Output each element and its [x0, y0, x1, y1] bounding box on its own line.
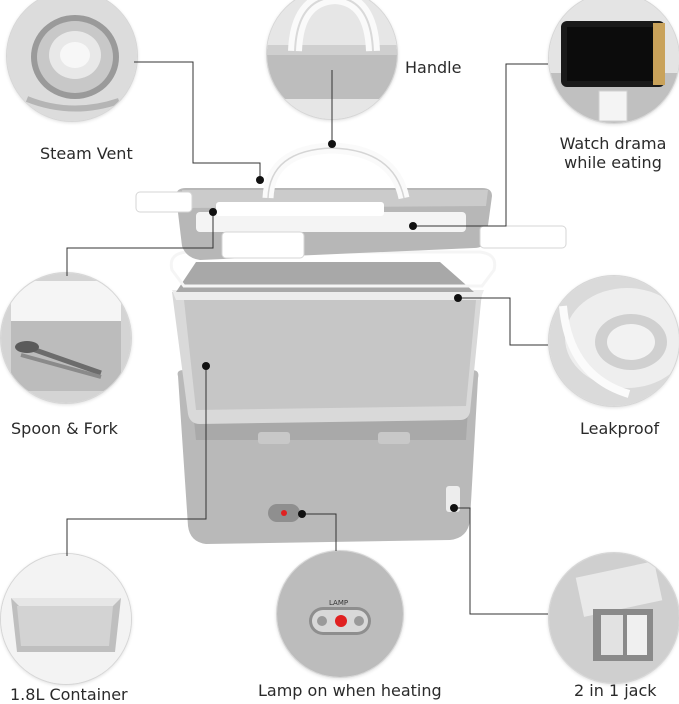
container-label: 1.8L Container: [10, 685, 128, 704]
phone-stand-detail-image: [548, 0, 679, 124]
utensils-detail-image: [0, 272, 132, 404]
steam-vent-label: Steam Vent: [40, 144, 133, 163]
lamp-badge-text: LAMP: [329, 599, 349, 607]
jack-label: 2 in 1 jack: [574, 681, 657, 700]
watch-drama-label: Watch drama while eating: [556, 134, 670, 172]
lamp-detail-image: LAMP: [276, 550, 404, 678]
spoon-fork-label: Spoon & Fork: [11, 419, 118, 438]
steam-vent-detail-image: [6, 0, 138, 122]
watch-drama-line-1: Watch drama: [559, 134, 667, 153]
watch-drama-line-2: while eating: [564, 153, 662, 172]
jack-detail-image: [548, 552, 679, 684]
handle-label: Handle: [405, 58, 462, 77]
container-detail-image: [0, 553, 132, 685]
lamp-label: Lamp on when heating: [258, 681, 442, 700]
leakproof-detail-image: [548, 275, 679, 407]
leakproof-label: Leakproof: [580, 419, 660, 438]
